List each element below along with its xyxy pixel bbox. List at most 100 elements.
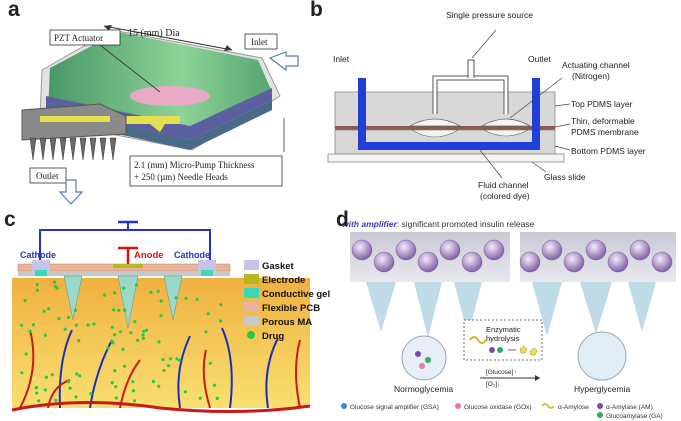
drug-particle: [92, 322, 96, 326]
drug-particle: [208, 361, 212, 365]
legend-swatch-gasket: [244, 260, 259, 270]
drug-particle: [114, 396, 118, 400]
panel-c-iontophoresis-diagram: Cathode Anode Cathode Gasket Electrode C…: [0, 210, 330, 421]
drug-particle: [204, 330, 208, 334]
pump-layer-blue: [46, 88, 272, 140]
zoom-particle-1: [415, 351, 421, 357]
drug-particle: [166, 364, 171, 368]
gel-left: [35, 270, 47, 276]
drug-particle: [121, 347, 125, 351]
drug-particle: [183, 390, 187, 394]
electrode-center: [113, 264, 143, 268]
drug-particle: [177, 358, 181, 362]
legend-label-drug: Drug: [262, 331, 284, 342]
legend-swatch-drug: [247, 331, 255, 339]
zoom-particle-2: [425, 357, 431, 363]
pzt-actuator: [130, 86, 210, 106]
drug-particle: [131, 380, 135, 384]
fluid-channel-sublabel: (colored dye): [480, 191, 530, 201]
drug-particle: [157, 384, 161, 388]
needle: [79, 137, 87, 161]
inlet-label: Inlet: [333, 54, 350, 64]
blood-vessel-bottom: [11, 400, 311, 414]
drug-particle: [73, 308, 78, 312]
zoom-particle-3: [419, 363, 425, 369]
bead: [629, 239, 651, 261]
pzt-label: PZT Actuator: [54, 33, 103, 43]
outlet-yellow-strip: [40, 116, 110, 122]
drug-particle: [215, 396, 219, 400]
microneedle-1: [63, 275, 83, 321]
drug-particle: [78, 374, 82, 378]
header-rest: : significant promoted insulin release: [397, 219, 535, 229]
legend-gox-label: Glucose oxidase (GOx): [464, 404, 532, 411]
drug-particle: [23, 298, 27, 303]
drug-particle: [162, 368, 166, 373]
outlet-arrow: [58, 179, 84, 205]
drug-particle: [213, 383, 217, 387]
bead: [607, 251, 629, 273]
fluid-channel-label: Fluid channel: [478, 180, 529, 190]
pointer-actuating: [509, 77, 563, 119]
glucose-amplifier-illustration: with amplifier: significant promoted ins…: [341, 219, 676, 420]
legend-gsa-icon: [341, 403, 347, 409]
drug-particle: [35, 282, 39, 287]
drug-particle: [47, 307, 51, 311]
membrane-label: Thin, deformable: [571, 116, 635, 126]
pointer-membrane: [554, 123, 571, 128]
legend-swatch-ma: [244, 316, 259, 326]
drug-particle: [74, 395, 78, 399]
pzt-pointer: [99, 44, 161, 93]
bead: [417, 251, 439, 273]
legend-gsa-label: Glucose signal amplifier (GSA): [350, 404, 439, 411]
drug-particle: [63, 327, 67, 331]
drug-particle: [206, 312, 210, 316]
deflection-right: [483, 129, 529, 137]
panel-d-glucose-responsive-diagram: with amplifier: significant promoted ins…: [330, 210, 681, 421]
drug-particle: [103, 293, 107, 297]
bead: [519, 251, 541, 273]
legend-label-ma: Porous MA: [262, 317, 312, 328]
porous-ma-base: [18, 271, 230, 276]
needle: [89, 137, 97, 161]
drug-particle: [66, 315, 70, 320]
bead: [373, 251, 395, 273]
header-bold: with amplifier: [342, 219, 397, 229]
valve-cross-section: Single pressure source Inlet Outlet Actu…: [327, 10, 646, 201]
enzymatic-label: Enzymatic: [486, 325, 521, 334]
needle: [99, 137, 107, 161]
drug-particle: [19, 323, 24, 327]
glass-slide: [327, 153, 565, 163]
thickness-label-line2: + 250 (µm) Needle Heads: [134, 172, 228, 182]
drug-particle: [131, 389, 135, 393]
needle: [59, 137, 67, 161]
drug-particle: [53, 284, 58, 289]
inlet-arrow: [268, 51, 299, 72]
outlet-label: Outlet: [36, 171, 59, 181]
legend-ga-label: Glucoamylase (GA): [606, 413, 663, 420]
drug-particle: [110, 325, 114, 329]
bead: [351, 239, 373, 261]
o2-down-label: [O₂]↓: [486, 381, 500, 388]
cathode-left-label: Cathode: [20, 250, 56, 260]
bead: [439, 239, 461, 261]
drug-particle: [54, 398, 58, 402]
pump-layer-dark: [46, 100, 272, 150]
legend-amylose-label: α-Amylose: [558, 404, 589, 411]
needle: [69, 137, 77, 161]
circuit-wire: [39, 229, 211, 262]
drug-particle: [114, 385, 118, 389]
needle-d3: [454, 282, 482, 336]
glass-slide-label: Glass slide: [544, 172, 586, 182]
drug-particle: [53, 280, 57, 284]
zoom-hyper: [577, 331, 627, 381]
drug-particle: [141, 333, 145, 337]
bead: [563, 251, 585, 273]
gel-right: [201, 270, 213, 276]
legend-am-label: α-Amylase (AM): [606, 404, 653, 411]
pressure-inlet-stub: [467, 59, 475, 78]
glucose-up-label: [Glucose]↑: [486, 369, 517, 376]
microneedle-patch-illustration: Cathode Anode Cathode Gasket Electrode C…: [11, 220, 330, 414]
hyperglycemia-label: Hyperglycemia: [574, 384, 630, 394]
pointer-fluid: [479, 149, 503, 179]
